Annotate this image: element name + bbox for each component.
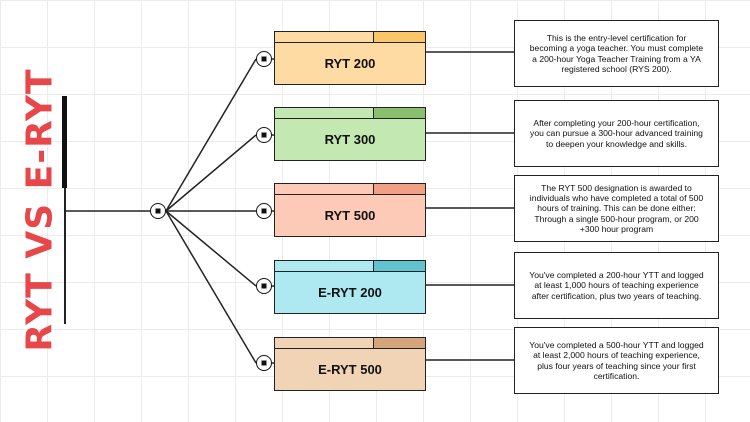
branch-node-icon-e-ryt-200: [256, 278, 272, 294]
card-tab: [373, 338, 425, 348]
branch-node-icon-ryt-200: [256, 51, 272, 67]
level-card-e-ryt-500: E-RYT 500: [274, 337, 426, 391]
title-accent-bar: [62, 96, 67, 188]
root-node-icon: [150, 203, 166, 219]
card-tab: [373, 32, 425, 42]
card-tab: [373, 184, 425, 194]
level-label: RYT 300: [324, 131, 376, 147]
card-tab: [373, 261, 425, 271]
level-label: E-RYT 200: [318, 284, 382, 300]
level-label: RYT 500: [324, 207, 376, 223]
description-box-e-ryt-500: You've completed a 500-hour YTT and logg…: [514, 327, 719, 394]
level-card-ryt-500: RYT 500: [274, 183, 426, 237]
card-tab: [373, 108, 425, 118]
level-label: E-RYT 500: [318, 361, 382, 377]
card-tab-bar: [275, 261, 425, 272]
description-box-ryt-200: This is the entry-level certification fo…: [514, 20, 719, 87]
branch-node-icon-ryt-300: [256, 127, 272, 143]
branch-node-icon-ryt-500: [256, 203, 272, 219]
level-label: RYT 200: [324, 55, 376, 71]
level-card-ryt-300: RYT 300: [274, 107, 426, 161]
level-card-ryt-200: RYT 200: [274, 31, 426, 85]
card-tab-bar: [275, 32, 425, 43]
branch-node-icon-e-ryt-500: [256, 355, 272, 371]
description-box-ryt-300: After completing your 200-hour certifica…: [514, 100, 719, 167]
card-tab-bar: [275, 184, 425, 195]
card-tab-bar: [275, 108, 425, 119]
diagram-title: RYT VS E-RYT: [19, 68, 61, 352]
card-tab-bar: [275, 338, 425, 349]
title-spine-line: [64, 96, 66, 324]
level-card-e-ryt-200: E-RYT 200: [274, 260, 426, 314]
description-box-ryt-500: The RYT 500 designation is awarded to in…: [514, 175, 719, 242]
description-box-e-ryt-200: You've completed a 200-hour YTT and logg…: [514, 252, 719, 319]
